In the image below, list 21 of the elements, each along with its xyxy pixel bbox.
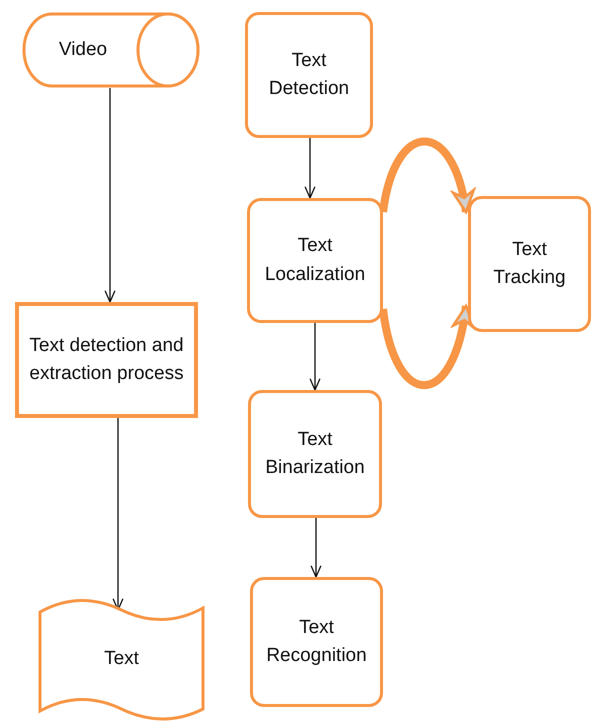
process-box <box>15 302 198 418</box>
process-box <box>468 196 591 332</box>
node-label: Text Tracking <box>492 238 567 290</box>
process-box <box>247 198 383 323</box>
process-box <box>248 390 382 518</box>
node-label: Video <box>58 38 108 62</box>
arrow <box>309 323 321 391</box>
node-label: Text Binarization <box>264 428 366 480</box>
arrow <box>310 518 322 578</box>
node-label: Text Recognition <box>265 616 368 668</box>
document-shape <box>38 598 205 721</box>
arrow <box>379 138 474 214</box>
node-label: Text <box>104 647 139 672</box>
arrow <box>104 88 116 303</box>
process-box <box>245 12 373 138</box>
node-label: Text Localization <box>264 234 366 286</box>
terminal-shape <box>22 12 200 88</box>
node-label: Text detection and extraction process <box>28 334 185 386</box>
arrow <box>304 138 316 199</box>
node-label: Text Detection <box>268 48 350 101</box>
process-box <box>250 577 383 707</box>
